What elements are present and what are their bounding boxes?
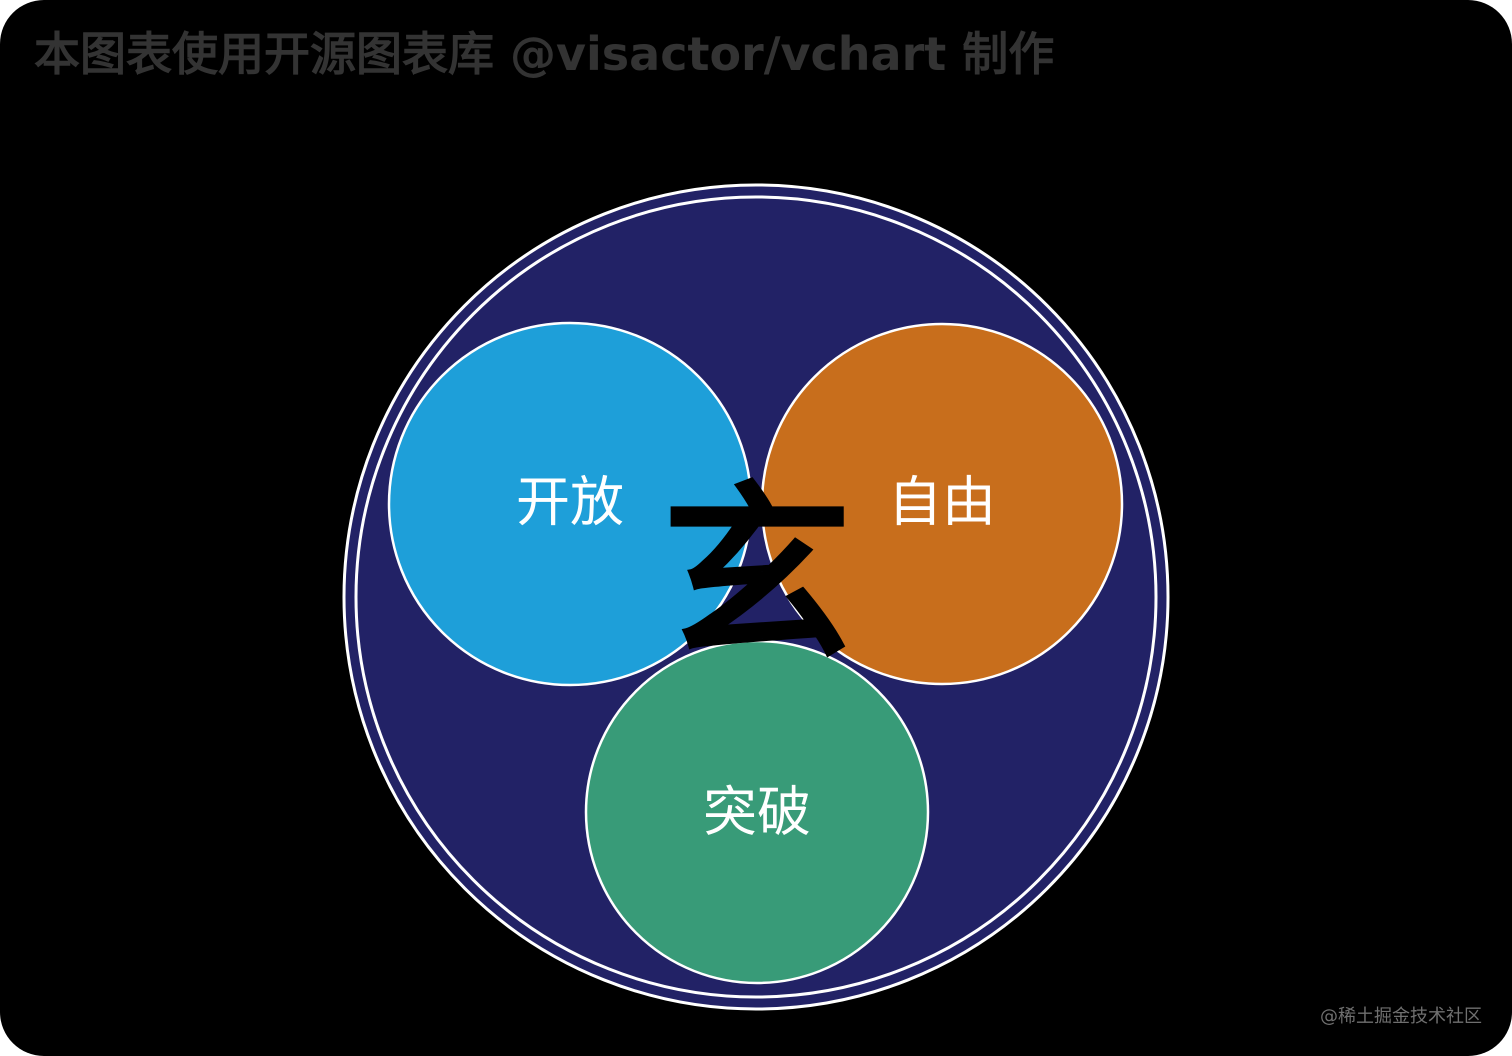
- circle-openness: [387, 321, 753, 687]
- footer-watermark: @稀土掘金技术社区: [1320, 1006, 1482, 1027]
- label-breakthrough: 突破: [703, 781, 811, 844]
- circle-freedom: [760, 322, 1124, 686]
- circle-breakthrough: [584, 639, 930, 985]
- header-watermark: 本图表使用开源图表库 @visactor/vchart 制作: [34, 27, 1055, 81]
- label-freedom: 自由: [888, 471, 996, 534]
- outer-inner-ring: [354, 195, 1158, 999]
- center-glyph: 玄: [662, 463, 852, 686]
- label-openness: 开放: [516, 471, 624, 534]
